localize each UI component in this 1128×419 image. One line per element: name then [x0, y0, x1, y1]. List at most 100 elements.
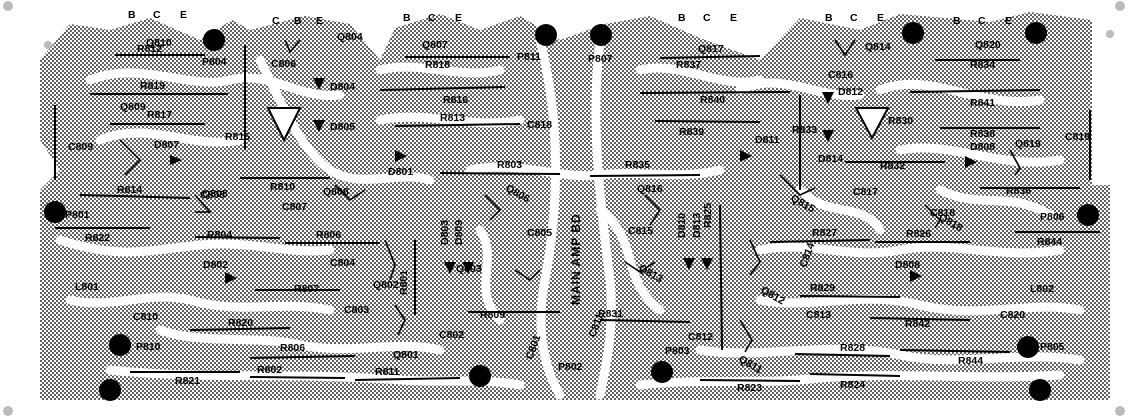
- pin-header-b: B: [403, 12, 411, 24]
- diode-label: D809: [453, 220, 465, 245]
- diode-label: D812: [838, 86, 863, 98]
- connector-label: P807: [588, 53, 613, 65]
- resistor-label: R830: [888, 115, 913, 127]
- pin-header-b: B: [294, 15, 302, 27]
- transistor-label: Q820: [975, 39, 1001, 51]
- resistor-label: R821: [175, 375, 200, 387]
- transistor-label: Q807: [422, 39, 448, 51]
- transistor-label: Q804: [337, 31, 363, 43]
- resistor-label: R806: [316, 229, 341, 241]
- diode-label: D808: [895, 259, 920, 271]
- transistor-label: Q803: [456, 263, 482, 275]
- transistor-label: Q809: [120, 101, 146, 113]
- connector-label: P810: [136, 341, 161, 353]
- capacitor-label: C819: [1065, 131, 1090, 143]
- resistor-label: R813: [440, 112, 465, 124]
- connector-label: P802: [558, 361, 583, 373]
- resistor-label: R820: [228, 317, 253, 329]
- capacitor-label: C818: [930, 207, 955, 219]
- resistor-label: R806: [280, 342, 305, 354]
- mounting-holes: [44, 22, 1099, 401]
- resistor-label: R829: [810, 282, 835, 294]
- capacitor-label: C813: [806, 309, 831, 321]
- pin-header-e: E: [730, 12, 737, 24]
- diode-label: D808: [970, 141, 995, 153]
- resistor-label: R816: [443, 94, 468, 106]
- diode-label: D807: [154, 139, 179, 151]
- pin-header-b: B: [128, 9, 136, 21]
- resistor-label: R831: [598, 308, 623, 320]
- capacitor-label: C817: [853, 186, 878, 198]
- resistor-label: R807: [294, 283, 319, 295]
- trimmer-r808-icon: [266, 107, 302, 143]
- resistor-label: R832: [880, 160, 905, 172]
- transistor-label: Q816: [637, 183, 663, 195]
- pin-header-e: E: [1005, 15, 1012, 27]
- resistor-label: R823: [737, 382, 762, 394]
- capacitor-label: C812: [688, 331, 713, 343]
- capacitor-label: C820: [1000, 309, 1025, 321]
- resistor-label: R825: [702, 203, 714, 228]
- resistor-label: R841: [970, 97, 995, 109]
- inductor-label: L802: [1030, 283, 1054, 295]
- transistor-label: Q808: [202, 188, 228, 200]
- connector-label: P805: [1040, 341, 1065, 353]
- pin-header-b: B: [953, 15, 961, 27]
- capacitor-label: C803: [344, 304, 369, 316]
- board-title: MAIN AMP BD: [569, 213, 583, 305]
- connector-label: P811: [517, 51, 541, 63]
- resistor-label: R844: [1037, 236, 1062, 248]
- pin-header-e: E: [877, 12, 884, 24]
- pin-header-b: B: [678, 12, 686, 24]
- resistor-label: R814: [117, 184, 142, 196]
- transistor-label: Q814: [865, 41, 891, 53]
- inductor-label: L801: [75, 281, 99, 293]
- resistor-label: R803: [497, 159, 522, 171]
- capacitor-label: C815: [628, 225, 653, 237]
- diode-label: D811: [755, 134, 780, 146]
- corner-marks: [3, 1, 1125, 416]
- pin-header-c: C: [153, 9, 161, 21]
- capacitor-label: C804: [330, 257, 355, 269]
- pin-header-c: C: [272, 15, 280, 27]
- pin-header-c: C: [703, 12, 711, 24]
- diode-label: D804: [330, 81, 355, 93]
- resistor-label: R834: [970, 59, 995, 71]
- resistor-label: R837: [676, 59, 701, 71]
- resistor-label: R824: [840, 379, 865, 391]
- capacitor-label: C808: [200, 189, 225, 201]
- resistor-label: R801: [398, 270, 410, 295]
- pin-header-c: C: [850, 12, 858, 24]
- resistor-label: R833: [792, 124, 817, 136]
- transistor-label: Q810: [146, 37, 172, 49]
- resistor-label: R810: [270, 181, 295, 193]
- capacitor-label: C807: [282, 201, 307, 213]
- diode-label: D810: [676, 213, 688, 238]
- diode-label: D814: [818, 153, 843, 165]
- resistor-label: R836: [1006, 185, 1031, 197]
- pin-header-c: C: [978, 15, 986, 27]
- resistor-label: R804: [207, 229, 232, 241]
- resistor-label: R828: [840, 342, 865, 354]
- resistor-label: R817: [147, 109, 172, 121]
- diode-symbols: [170, 78, 977, 284]
- capacitor-label: C810: [133, 311, 158, 323]
- capacitor-label: C816: [828, 69, 853, 81]
- resistor-label: R839: [679, 126, 704, 138]
- connector-label: P804: [202, 56, 227, 68]
- resistor-label: R802: [257, 364, 282, 376]
- resistor-label: R819: [140, 80, 165, 92]
- connector-label: P801: [65, 209, 90, 221]
- resistor-label: R827: [812, 227, 837, 239]
- diode-label: D805: [330, 121, 355, 133]
- resistor-label: R818: [425, 59, 450, 71]
- pin-header-b: B: [825, 12, 833, 24]
- capacitor-label: C805: [527, 227, 552, 239]
- transistor-label: Q808: [323, 186, 349, 198]
- resistor-bars: [54, 45, 1100, 382]
- resistor-label: R822: [85, 232, 110, 244]
- transistor-label: Q817: [698, 43, 724, 55]
- component-leads: [119, 39, 1021, 353]
- resistor-label: R812: [137, 43, 162, 55]
- diode-label: D803: [439, 220, 451, 245]
